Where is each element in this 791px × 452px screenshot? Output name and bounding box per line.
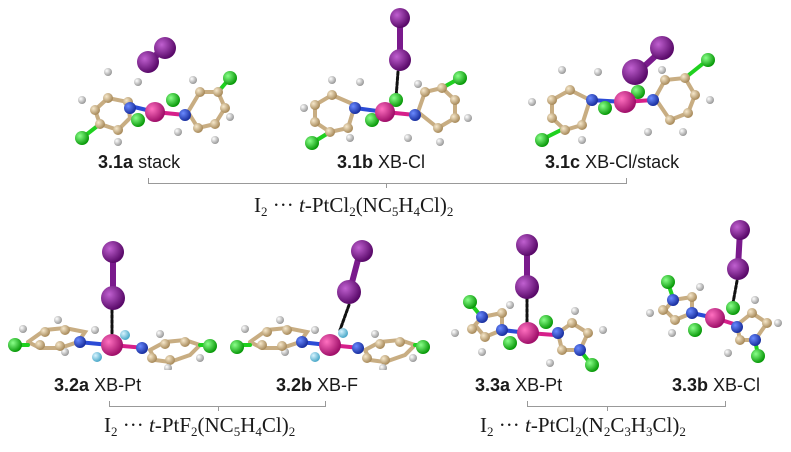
molecule-3-3b [646, 220, 782, 363]
label-3-1a: 3.1a stack [98, 152, 181, 172]
formula-group2: I2 ··· t-PtF2(NC5H4Cl)2 [104, 413, 296, 439]
label-3-1c: 3.1c XB-Cl/stack [545, 152, 680, 172]
molecule-3-3a [451, 234, 607, 372]
formula-group3: I2 ··· t-PtCl2(N2C3H3Cl)2 [480, 413, 686, 439]
molecule-3-2b [230, 240, 430, 370]
bracket-group1 [148, 178, 627, 184]
molecule-3-2a [8, 241, 217, 370]
label-3-3b: 3.3b XB-Cl [672, 375, 761, 395]
bracket-group3-center [607, 406, 608, 411]
molecule-3-1c [528, 36, 715, 147]
label-3-2b: 3.2b XB-F [276, 375, 359, 395]
molecule-3-1b [300, 8, 472, 150]
bracket-group2-center [218, 406, 219, 411]
label-3-3a: 3.3a XB-Pt [475, 375, 563, 395]
bracket-group1-center [386, 183, 387, 188]
molecule-3-1a [75, 37, 237, 146]
formula-group1: I2 ··· t-PtCl2(NC5H4Cl)2 [254, 193, 454, 219]
bracket-group2 [109, 401, 326, 407]
label-3-2a: 3.2a XB-Pt [54, 375, 142, 395]
label-3-1b: 3.1b XB-Cl [337, 152, 426, 172]
bracket-group3 [527, 401, 726, 407]
